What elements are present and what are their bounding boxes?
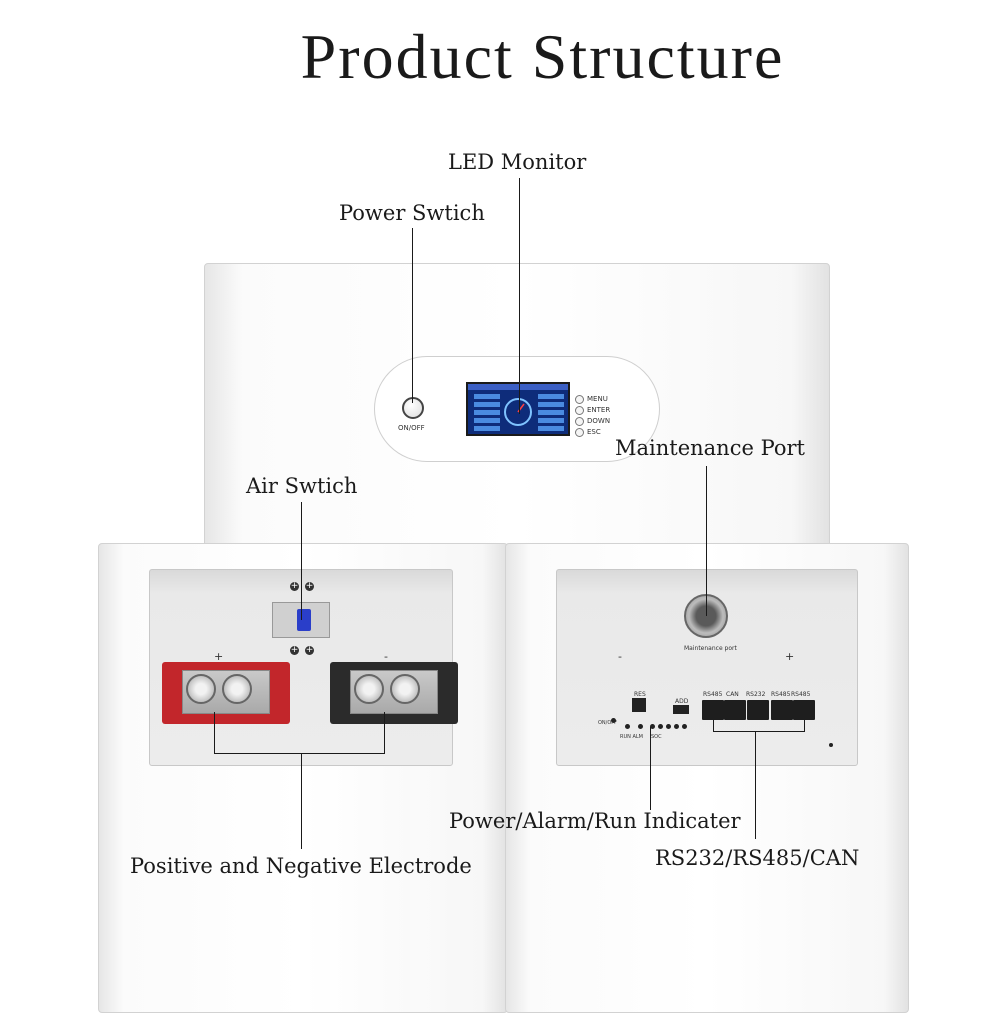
led-monitor-screen bbox=[466, 382, 570, 436]
run-alm-label: RUN ALM bbox=[620, 734, 643, 740]
leader-maintenance-port bbox=[706, 466, 707, 616]
power-button[interactable] bbox=[402, 397, 424, 419]
maintenance-port-caption: Maintenance port bbox=[684, 645, 737, 652]
leader-air-switch bbox=[301, 502, 302, 620]
comm-ports-label: RS232/RS485/CAN bbox=[655, 846, 860, 870]
page-title: Product Structure bbox=[300, 21, 785, 92]
screw-icon: + bbox=[290, 581, 299, 591]
leader-power-switch bbox=[412, 228, 413, 403]
port-label-can: CAN bbox=[726, 691, 739, 698]
enter-button[interactable] bbox=[575, 406, 584, 415]
positive-terminal[interactable] bbox=[162, 662, 290, 724]
maintenance-port-label: Maintenance Port bbox=[615, 436, 805, 460]
electrode-bracket-right bbox=[384, 712, 385, 754]
soc-led-3 bbox=[666, 724, 671, 729]
soc-led-2 bbox=[658, 724, 663, 729]
down-label: DOWN bbox=[587, 417, 611, 425]
menu-button[interactable] bbox=[575, 395, 584, 404]
bolt-icon bbox=[390, 674, 420, 704]
run-led bbox=[625, 724, 630, 729]
rs485-port[interactable] bbox=[702, 700, 724, 720]
soc-label: SOC bbox=[651, 734, 662, 740]
can-port[interactable] bbox=[724, 700, 746, 720]
down-button[interactable] bbox=[575, 417, 584, 426]
power-led bbox=[611, 718, 616, 723]
electrode-bracket-bottom bbox=[214, 753, 385, 754]
onoff-label: ON/OFF bbox=[398, 424, 425, 432]
led-monitor-label: LED Monitor bbox=[448, 150, 587, 174]
menu-label: MENU bbox=[587, 395, 608, 403]
screw-icon: + bbox=[290, 645, 299, 655]
port-label-rs485: RS485 bbox=[703, 691, 723, 698]
power-switch-label: Power Swtich bbox=[339, 201, 485, 225]
negative-terminal[interactable] bbox=[330, 662, 458, 724]
res-label: RES bbox=[634, 691, 646, 698]
minus-sign: - bbox=[618, 650, 622, 663]
reset-button[interactable] bbox=[632, 698, 646, 712]
esc-button[interactable] bbox=[575, 428, 584, 437]
soc-led-4 bbox=[674, 724, 679, 729]
rs485-port-c[interactable] bbox=[793, 700, 815, 720]
plus-sign: + bbox=[785, 650, 795, 663]
electrode-bracket-left bbox=[214, 712, 215, 754]
air-switch-toggle[interactable] bbox=[297, 609, 311, 631]
screw-icon: + bbox=[305, 581, 314, 591]
ports-bracket-bottom bbox=[713, 731, 805, 732]
alarm-led bbox=[638, 724, 643, 729]
esc-label: ESC bbox=[587, 428, 601, 436]
ports-bracket-right bbox=[804, 720, 805, 732]
port-label-rs232: RS232 bbox=[746, 691, 766, 698]
negative-sign: - bbox=[384, 650, 388, 663]
enter-label: ENTER bbox=[587, 406, 611, 414]
air-switch[interactable] bbox=[272, 602, 330, 638]
positive-sign: + bbox=[214, 650, 224, 663]
ports-bracket-left bbox=[713, 720, 714, 732]
bolt-icon bbox=[186, 674, 216, 704]
leader-comm-ports bbox=[755, 731, 756, 839]
port-label-rs485-b: RS485 bbox=[771, 691, 791, 698]
soc-led-5 bbox=[682, 724, 687, 729]
electrode-label: Positive and Negative Electrode bbox=[130, 854, 472, 878]
gauge-icon bbox=[504, 398, 532, 426]
air-switch-label: Air Swtich bbox=[246, 474, 358, 498]
screen-header bbox=[468, 384, 568, 390]
rs232-port[interactable] bbox=[747, 700, 769, 720]
indicator-bracket bbox=[650, 727, 651, 810]
port-label-rs485-c: RS485 bbox=[791, 691, 811, 698]
leader-electrode bbox=[301, 753, 302, 849]
add-label: ADD bbox=[675, 698, 689, 705]
bolt-icon bbox=[354, 674, 384, 704]
soc-led-1 bbox=[650, 724, 655, 729]
indicator-label: Power/Alarm/Run Indicater bbox=[449, 809, 741, 833]
onoff-small-label: ON/OFF bbox=[598, 720, 618, 726]
dip-switch[interactable] bbox=[673, 705, 689, 714]
bolt-icon bbox=[222, 674, 252, 704]
rs485-port-b[interactable] bbox=[771, 700, 793, 720]
indicator-dot bbox=[829, 743, 833, 747]
leader-led-monitor bbox=[519, 178, 520, 414]
screw-icon: + bbox=[305, 645, 314, 655]
